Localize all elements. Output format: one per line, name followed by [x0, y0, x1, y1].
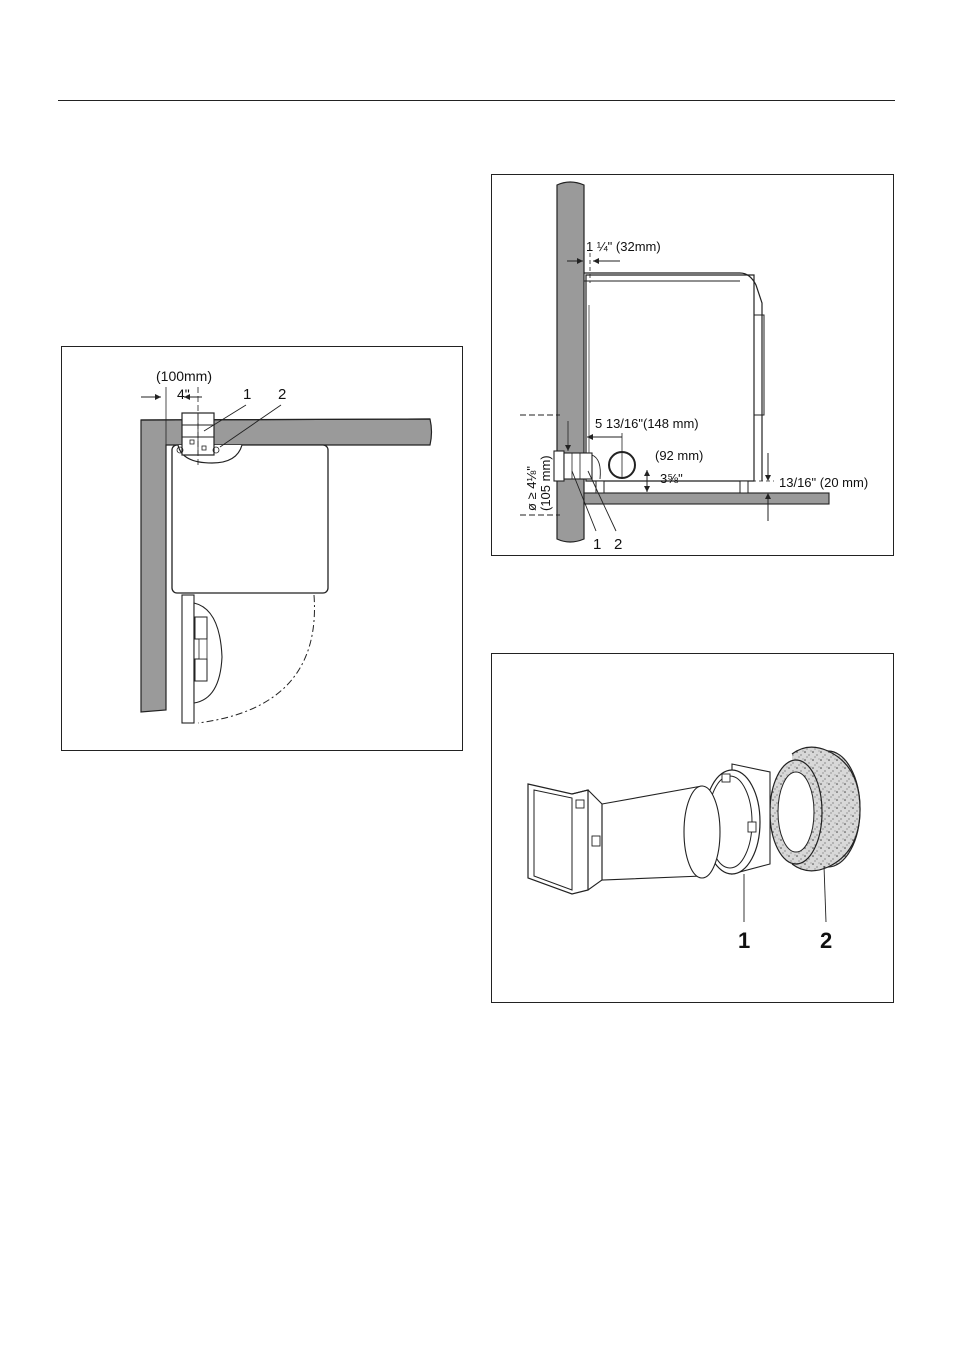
top-view-drawing: (100mm) 4" 1 2 — [62, 347, 464, 752]
wall — [557, 182, 584, 542]
side-view-duct-height: 3⅝" — [660, 471, 683, 486]
header-rule — [58, 100, 895, 101]
dryer-door — [182, 595, 194, 723]
side-view-callout-2: 2 — [614, 536, 622, 553]
side-view-duct-offset: 5 13/16"(148 mm) — [595, 416, 699, 431]
top-view-dim-mm: (100mm) — [156, 368, 212, 384]
dryer-body — [172, 445, 328, 593]
side-view-wall-gap: 1 ¼" (32mm) — [586, 239, 661, 254]
side-view-hole-diameter-in: ø ≥ 4⅛" — [524, 466, 539, 511]
parts-view-callout-2: 2 — [820, 928, 832, 953]
side-view-drawing: 1 ¼" (32mm) 5 13/16"(148 mm) (92 mm) 3⅝"… — [492, 175, 895, 557]
figure-parts-view: 1 2 — [491, 653, 894, 1003]
side-view-hole-diameter-mm: (105 mm) — [538, 455, 553, 511]
parts-view-callout-1: 1 — [738, 928, 750, 953]
side-view-foot-height: 13/16" (20 mm) — [779, 475, 868, 490]
top-view-dim-in: 4" — [177, 386, 190, 402]
parts-view-drawing: 1 2 — [492, 654, 895, 1004]
figure-top-view: (100mm) 4" 1 2 — [61, 346, 463, 751]
side-view-duct-diameter-mm: (92 mm) — [655, 448, 703, 463]
figure-side-view: 1 ¼" (32mm) 5 13/16"(148 mm) (92 mm) 3⅝"… — [491, 174, 894, 556]
floor — [584, 493, 829, 504]
vent-fitting — [564, 453, 592, 479]
top-view-callout-1: 1 — [243, 386, 251, 403]
side-view-callout-1: 1 — [593, 536, 601, 553]
vent-tube — [684, 786, 720, 878]
top-view-callout-2: 2 — [278, 386, 286, 403]
